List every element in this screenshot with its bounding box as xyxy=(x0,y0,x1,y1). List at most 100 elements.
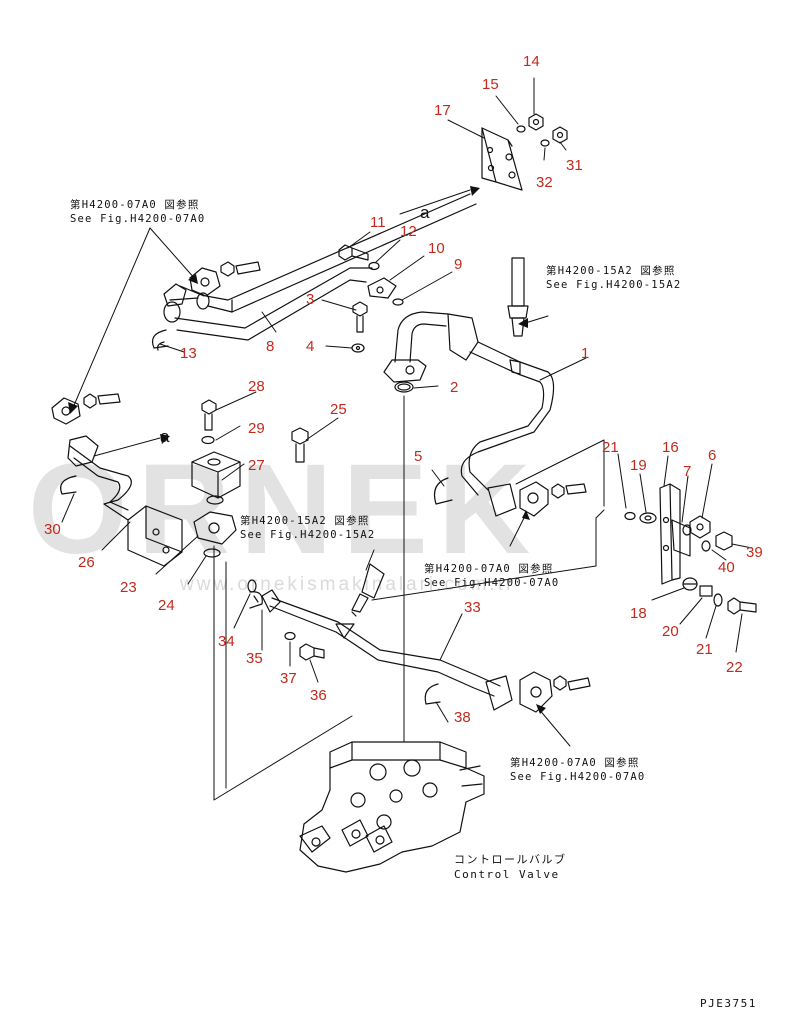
pipe-26 xyxy=(67,435,132,521)
reference-note-2: 第H4200-15A2 図参照 See Fig.H4200-15A2 xyxy=(546,264,681,292)
watermark-url: www.ornekismakinalari.com.tr xyxy=(180,574,516,595)
part-label-1: 1 xyxy=(581,345,590,362)
pipe-33 xyxy=(261,589,501,697)
drawing-code: PJE3751 xyxy=(700,997,757,1010)
nut-14 xyxy=(528,113,544,131)
reference-note-5-jp: 第H4200-07A0 図参照 xyxy=(510,757,640,769)
reference-note-5-en: See Fig.H4200-07A0 xyxy=(510,771,646,783)
part-label-31: 31 xyxy=(566,157,583,174)
clamp-35 xyxy=(249,591,263,609)
part-label-30: 30 xyxy=(44,521,61,538)
block-27 xyxy=(191,451,241,499)
part-label-37: 37 xyxy=(280,670,297,687)
hose-fitting-lower xyxy=(351,563,385,617)
part-label-27: 27 xyxy=(248,457,265,474)
washer-21-top xyxy=(624,511,636,521)
reference-note-1-en: See Fig.H4200-07A0 xyxy=(70,213,206,225)
u-bolt-30 xyxy=(60,475,77,495)
part-label-35: 35 xyxy=(246,650,263,667)
nut-39 xyxy=(715,531,733,551)
reference-note-3-jp: 第H4200-15A2 図参照 xyxy=(240,515,370,527)
reference-note-1-jp: 第H4200-07A0 図参照 xyxy=(70,199,200,211)
bracket-17 xyxy=(481,127,523,191)
reference-lines xyxy=(213,395,605,801)
pipe-1 xyxy=(383,311,555,496)
part-label-24: 24 xyxy=(158,597,175,614)
view-marker-a-left: a xyxy=(160,427,170,446)
reference-note-4-jp: 第H4200-07A0 図参照 xyxy=(424,563,554,575)
washer-15 xyxy=(516,125,526,133)
part-label-16: 16 xyxy=(662,439,679,456)
nut-6 xyxy=(689,515,711,539)
part-label-34: 34 xyxy=(218,633,235,650)
part-label-20: 20 xyxy=(662,623,679,640)
part-label-6: 6 xyxy=(708,447,717,464)
control-valve-caption: コントロールバルブ Control Valve xyxy=(454,852,567,882)
part-label-28: 28 xyxy=(248,378,265,395)
part-label-15: 15 xyxy=(482,76,499,93)
part-label-7: 7 xyxy=(683,463,692,480)
part-label-23: 23 xyxy=(120,579,137,596)
washer-right xyxy=(682,524,692,536)
part-label-11: 11 xyxy=(370,214,386,231)
part-label-39: 39 xyxy=(746,544,763,561)
view-marker-a-top: a xyxy=(420,203,430,222)
part-label-19: 19 xyxy=(630,457,647,474)
part-label-33: 33 xyxy=(464,599,481,616)
part-label-26: 26 xyxy=(78,554,95,571)
split-flange-10 xyxy=(367,277,397,299)
part-label-9: 9 xyxy=(454,256,463,273)
part-label-21-top: 21 xyxy=(602,439,619,456)
part-label-13: 13 xyxy=(180,345,197,362)
flange-mid-right xyxy=(487,481,587,517)
part-label-3: 3 xyxy=(306,291,315,308)
flange-top-left xyxy=(163,261,261,307)
a-arrows xyxy=(93,189,471,457)
o-ring-9 xyxy=(392,298,404,306)
o-ring-24 xyxy=(203,548,221,558)
reference-note-4: 第H4200-07A0 図参照 See Fig.H4200-07A0 xyxy=(424,562,559,590)
flange-left-set xyxy=(51,393,121,425)
washer-12 xyxy=(368,261,380,271)
pipe-8 xyxy=(163,193,477,341)
flange-23 xyxy=(193,511,237,545)
washer-32 xyxy=(540,139,550,147)
bolt-28 xyxy=(201,399,217,431)
part-label-4: 4 xyxy=(306,338,315,355)
nut-31 xyxy=(552,126,568,144)
washer-29 xyxy=(201,435,215,445)
part-label-8: 8 xyxy=(266,338,275,355)
part-label-21-bottom: 21 xyxy=(696,641,713,658)
o-ring-2 xyxy=(394,381,414,393)
reference-note-2-en: See Fig.H4200-15A2 xyxy=(546,279,682,291)
o-ring-34 xyxy=(247,579,257,593)
control-valve-caption-jp: コントロールバルブ xyxy=(454,853,567,866)
part-label-25: 25 xyxy=(330,401,347,418)
reference-note-1: 第H4200-07A0 図参照 See Fig.H4200-07A0 xyxy=(70,198,205,226)
part-label-17: 17 xyxy=(434,102,451,119)
part-label-22: 22 xyxy=(726,659,743,676)
bolt-36 xyxy=(299,643,325,661)
part-label-10: 10 xyxy=(428,240,445,257)
u-bolt-38 xyxy=(424,683,441,705)
part-label-38: 38 xyxy=(454,709,471,726)
washer-21-bottom xyxy=(713,593,723,607)
part-label-5: 5 xyxy=(414,448,423,465)
control-valve-caption-en: Control Valve xyxy=(454,868,560,881)
collar-20 xyxy=(699,585,713,597)
washer-40 xyxy=(701,540,711,552)
hose-fitting-upper xyxy=(507,257,529,337)
washer-4 xyxy=(351,343,365,353)
bolt-11 xyxy=(338,244,369,261)
bolt-3 xyxy=(352,301,368,333)
u-bolt-13 xyxy=(151,329,169,351)
flange-bottom-right xyxy=(485,671,591,713)
reference-note-3-en: See Fig.H4200-15A2 xyxy=(240,529,376,541)
bracket-16 xyxy=(659,483,681,585)
block-23 xyxy=(127,505,183,567)
part-label-14: 14 xyxy=(523,53,540,70)
o-ring-block-27 xyxy=(206,495,224,505)
part-label-36: 36 xyxy=(310,687,327,704)
